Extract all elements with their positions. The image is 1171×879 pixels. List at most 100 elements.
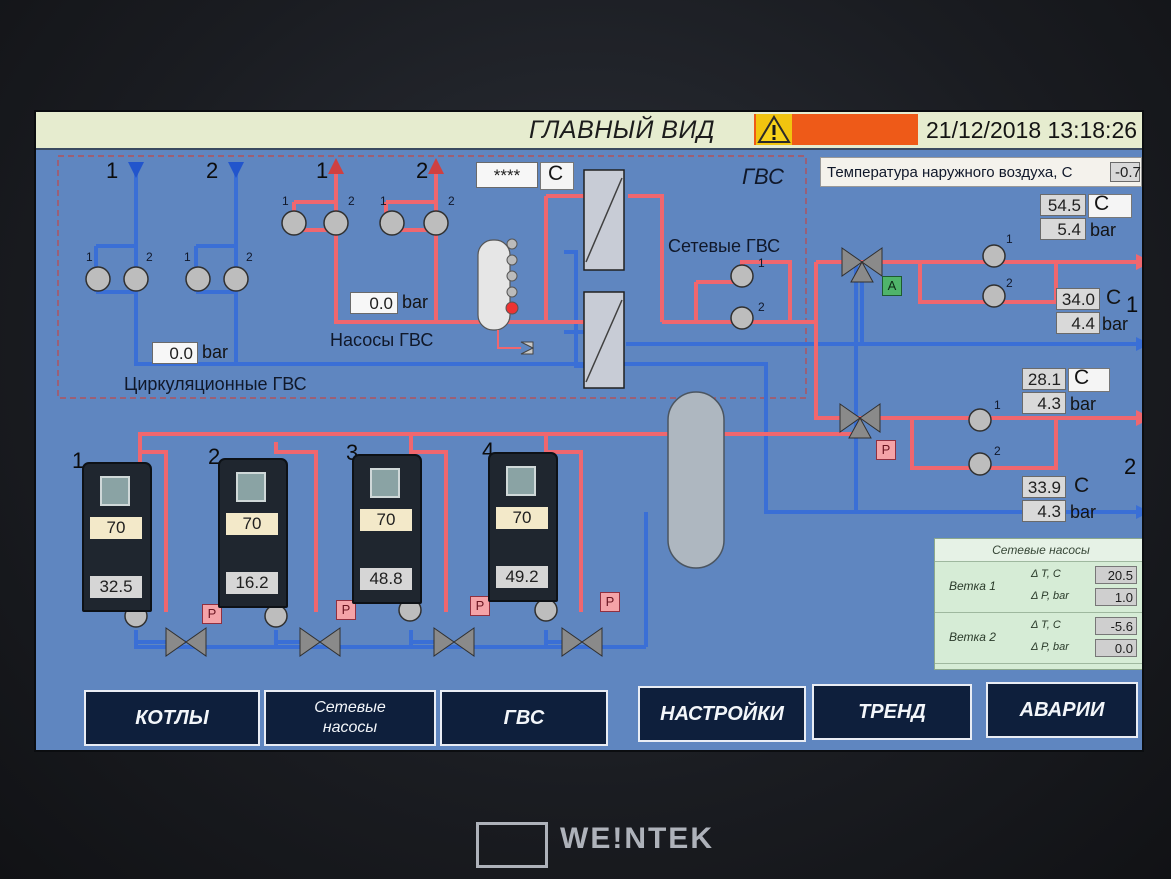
row1-label: Ветка 1 [949, 579, 996, 593]
branch2-supply-press-unit: bar [1070, 394, 1097, 414]
circ-label: Циркуляционные ГВС [124, 374, 307, 394]
branch1-return-press: 4.4 [1056, 312, 1100, 334]
boiler3-setpoint: 70 [360, 509, 412, 531]
nav-boilers[interactable]: КОТЛЫ [84, 690, 260, 746]
boiler2-temp: 16.2 [226, 572, 278, 594]
circ-pressure-unit: bar [202, 342, 229, 362]
row1-dp-label: Δ P, bar [1031, 590, 1069, 602]
row2-dp-label: Δ P, bar [1031, 641, 1069, 653]
branch1-supply-press: 5.4 [1040, 218, 1086, 240]
branch2-return-temp: 33.9 [1022, 476, 1066, 498]
net-dhw-pump-2-num: 2 [758, 300, 765, 314]
boiler-4[interactable]: 70 49.2 [488, 452, 558, 602]
title-bar: ГЛАВНЫЙ ВИД 21/12/2018 13:18:26 [36, 112, 1142, 150]
nav-alarms[interactable]: АВАРИИ [986, 682, 1138, 738]
branch2-return-press: 4.3 [1022, 500, 1066, 522]
outdoor-temp-value: -0.7 [1110, 162, 1141, 182]
branch1-return-temp: 34.0 [1056, 288, 1100, 310]
hmi-screen: ГЛАВНЫЙ ВИД 21/12/2018 13:18:26 [34, 110, 1144, 752]
row1-dp-value: 1.0 [1095, 588, 1137, 606]
dhw-pump-4-num: 2 [448, 194, 455, 208]
hot-outlet-1-label: 1 [316, 158, 329, 183]
cold-inlet-2-label: 2 [206, 158, 219, 183]
boiler2-setpoint: 70 [226, 513, 278, 535]
network-dhw-label: Сетевые ГВС [668, 236, 781, 256]
dhw-pumps-label: Насосы ГВС [330, 330, 434, 350]
dhw-temp-unit-box [540, 162, 574, 190]
branch1-pump-2-num: 2 [1006, 276, 1013, 290]
outdoor-temp-label: Температура наружного воздуха, С [827, 164, 1073, 181]
boiler-3[interactable]: 70 48.8 [352, 454, 422, 604]
circ-pressure: 0.0 [152, 342, 198, 364]
boiler3-valve-badge[interactable]: Р [470, 596, 490, 616]
brand-logo-icon [476, 822, 548, 868]
row2-label: Ветка 2 [949, 630, 996, 644]
nav-settings[interactable]: НАСТРОЙКИ [638, 686, 806, 742]
nav-trend[interactable]: ТРЕНД [812, 684, 972, 740]
dhw-section-label: ГВС [742, 164, 785, 189]
warning-icon [756, 114, 792, 145]
boiler2-valve-badge[interactable]: Р [336, 600, 356, 620]
circ-pump-4-num: 2 [246, 250, 253, 264]
nav-network-pumps-line1: Сетевые [314, 699, 386, 716]
row2-dt-value: -5.6 [1095, 617, 1137, 635]
net-pumps-row-2: Ветка 2 Δ T, С Δ P, bar -5.6 0.0 [935, 613, 1142, 664]
net-dhw-pump-1-num: 1 [758, 256, 765, 270]
nav-network-pumps[interactable]: Сетевые насосы [264, 690, 436, 746]
cold-inlet-1-label: 1 [106, 158, 119, 183]
brand-name: WE!NTEK [560, 822, 714, 855]
boiler4-temp: 49.2 [496, 566, 548, 588]
branch2-number: 2 [1124, 454, 1137, 479]
boiler1-number: 1 [72, 448, 85, 473]
branch2-supply-temp-unit: С [1074, 366, 1090, 389]
datetime: 21/12/2018 13:18:26 [926, 117, 1138, 143]
circ-pump-1-num: 1 [86, 250, 93, 264]
branch1-supply-press-unit: bar [1090, 220, 1117, 240]
boiler4-setpoint: 70 [496, 507, 548, 529]
branch1-return-press-unit: bar [1102, 314, 1129, 334]
boiler2-number: 2 [208, 444, 221, 469]
dhw-pump-2-num: 2 [348, 194, 355, 208]
boiler1-setpoint: 70 [90, 517, 142, 539]
branch1-number: 1 [1126, 292, 1139, 317]
nav-dhw[interactable]: ГВС [440, 690, 608, 746]
boiler3-temp: 48.8 [360, 568, 412, 590]
nav-network-pumps-line2: насосы [322, 719, 378, 736]
circ-pump-2-num: 2 [146, 250, 153, 264]
branch2-supply-temp: 28.1 [1022, 368, 1066, 390]
dhw-pump-3-num: 1 [380, 194, 387, 208]
branch2-supply-press: 4.3 [1022, 392, 1066, 414]
circ-pump-3-num: 1 [184, 250, 191, 264]
net-pumps-panel: Сетевые насосы Ветка 1 Δ T, С Δ P, bar 2… [934, 538, 1142, 670]
pump-symbols [85, 210, 1006, 628]
branch2-pump-1-num: 1 [994, 398, 1001, 412]
row1-dt-value: 20.5 [1095, 566, 1137, 584]
branch2-return-press-unit: bar [1070, 502, 1097, 522]
boiler-display-icon [100, 476, 130, 506]
boiler1-valve-badge[interactable]: Р [202, 604, 222, 624]
boiler-display-icon [236, 472, 266, 502]
branch2-return-temp-unit: С [1074, 474, 1090, 497]
branch1-valve-mode[interactable]: A [882, 276, 902, 296]
boiler-display-icon [506, 466, 536, 496]
branch2-valve-mode[interactable]: Р [876, 440, 896, 460]
branch1-supply-temp: 54.5 [1040, 194, 1086, 216]
net-pumps-row-1: Ветка 1 Δ T, С Δ P, bar 20.5 1.0 [935, 562, 1142, 613]
navigation-bar: КОТЛЫ Сетевые насосы ГВС НАСТРОЙКИ ТРЕНД… [36, 672, 1142, 750]
boiler-display-icon [370, 468, 400, 498]
boiler-2[interactable]: 70 16.2 [218, 458, 288, 608]
boiler1-temp: 32.5 [90, 576, 142, 598]
hot-outlet-2-label: 2 [416, 158, 429, 183]
branch2-supply-temp-unit-box [1068, 368, 1110, 392]
boiler-1[interactable]: 70 32.5 [82, 462, 152, 612]
branch1-return-temp-unit: С [1106, 286, 1122, 309]
dhw-pumps-pressure-unit: bar [402, 292, 429, 312]
branch2-pump-2-num: 2 [994, 444, 1001, 458]
boiler4-valve-badge[interactable]: Р [600, 592, 620, 612]
row2-dt-label: Δ T, С [1031, 619, 1061, 631]
dhw-pump-1-num: 1 [282, 194, 289, 208]
row2-dp-value: 0.0 [1095, 639, 1137, 657]
alarm-indicator[interactable] [754, 114, 918, 145]
row1-dt-label: Δ T, С [1031, 568, 1061, 580]
branch1-supply-temp-unit-box [1088, 194, 1132, 218]
